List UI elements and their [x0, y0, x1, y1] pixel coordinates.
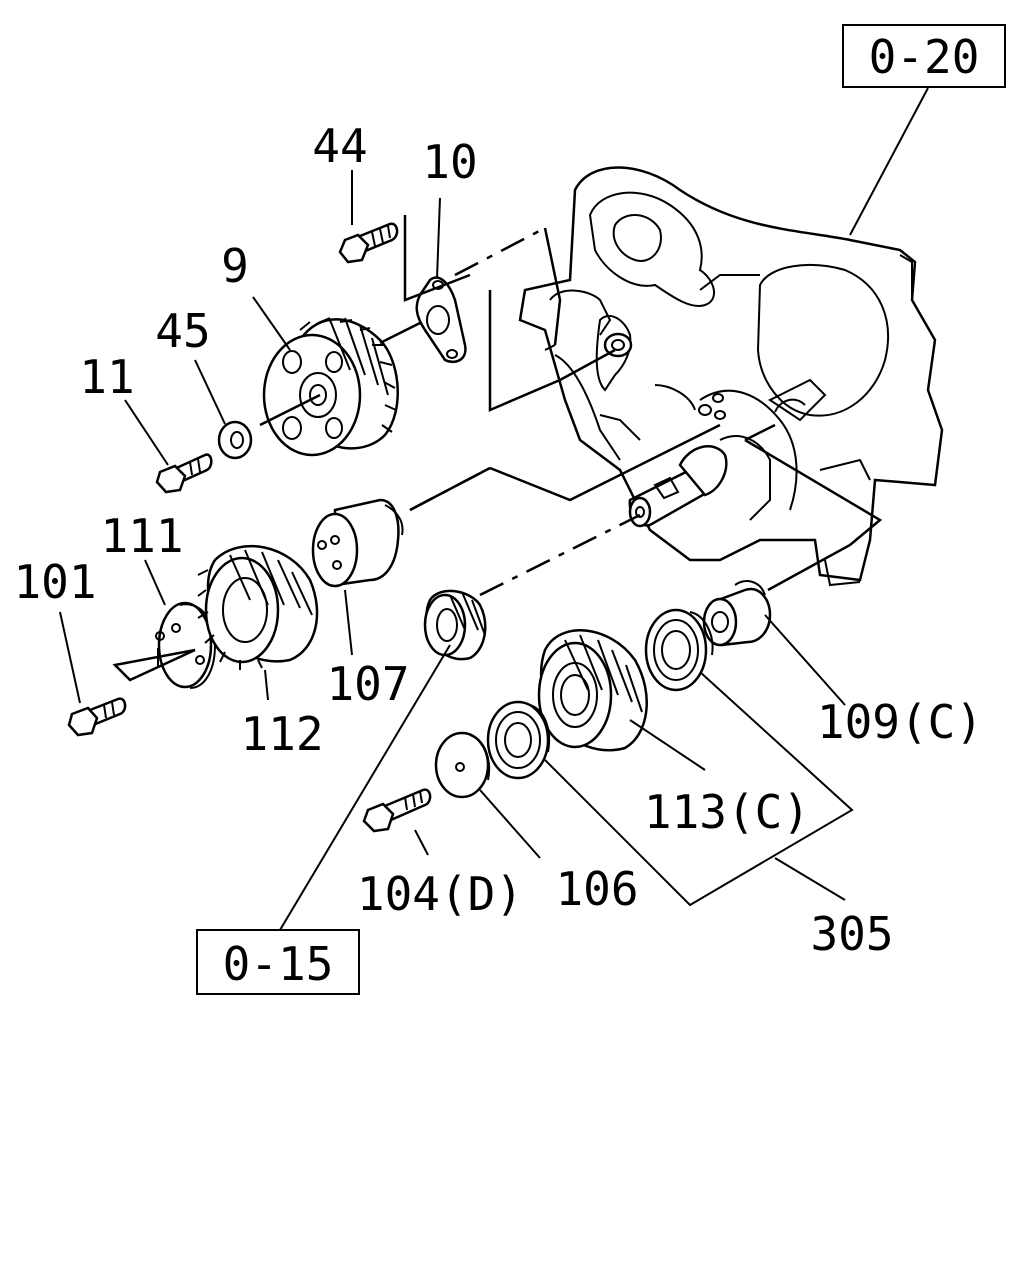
callouts: 44 10 9 45 11 111 101 107 112 109(C) 113… — [13, 119, 983, 961]
gear-case-housing — [518, 166, 944, 587]
part-9-idler-gear — [262, 317, 399, 457]
part-101-bolt — [67, 697, 127, 737]
small-helical-gear — [423, 589, 487, 661]
part-106-washer — [434, 731, 490, 799]
part-107-sleeve — [311, 498, 404, 588]
callout-104d: 104(D) — [357, 867, 523, 921]
part-104d-bolt — [362, 788, 432, 833]
reference-text-top: 0-20 — [869, 30, 980, 84]
callout-109c: 109(C) — [817, 695, 983, 749]
part-10-gasket — [415, 276, 467, 364]
part-44-bolt — [338, 222, 399, 264]
idler-shaft — [628, 445, 728, 528]
callout-106: 106 — [555, 862, 638, 916]
part-11-bolt — [155, 453, 213, 494]
callout-44: 44 — [312, 119, 367, 173]
callout-10: 10 — [422, 135, 477, 189]
part-45-washer — [217, 420, 253, 460]
part-305-bearing-front — [486, 700, 550, 780]
part-112-helical-gear — [197, 545, 319, 670]
callout-112: 112 — [240, 707, 323, 761]
reference-box-top: 0-20 — [842, 24, 1006, 88]
reference-text-bottom: 0-15 — [223, 937, 334, 991]
part-305-bearing-rear — [644, 608, 714, 692]
callout-113c: 113(C) — [644, 785, 810, 839]
part-113c-helical-gear — [537, 629, 648, 752]
assembly-lines — [112, 215, 883, 682]
part-109c-bushing — [702, 580, 772, 647]
leader-lines — [59, 87, 929, 931]
reference-box-bottom: 0-15 — [196, 929, 360, 995]
callout-9: 9 — [221, 239, 249, 293]
callout-101: 101 — [13, 555, 96, 609]
callout-107: 107 — [326, 657, 409, 711]
callout-111: 111 — [100, 509, 183, 563]
callout-45: 45 — [155, 304, 210, 358]
callout-11: 11 — [79, 350, 134, 404]
callout-305: 305 — [810, 907, 893, 961]
